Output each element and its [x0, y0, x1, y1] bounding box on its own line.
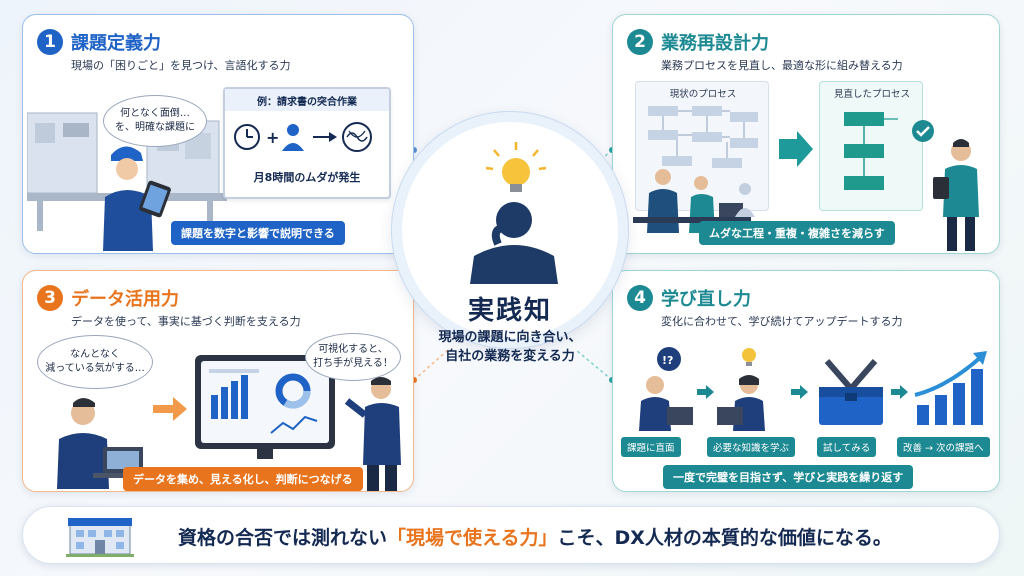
- step-label: 試してみる: [817, 437, 877, 457]
- footer-message: 資格の合否では測れない「現場で使える力」こそ、DX人材の本質的な価値になる。: [178, 523, 892, 550]
- growth-chart-icon: [914, 351, 987, 425]
- orange-arrow-icon: [153, 397, 187, 421]
- simple-flowchart-icon: [844, 112, 898, 190]
- worker-with-tablet-icon: [933, 139, 979, 251]
- thought-bubble: 何となく面倒… を、明確な課題に: [103, 95, 207, 147]
- clock-plus-person-to-brain-icon: +: [234, 122, 372, 152]
- step-arrow-icon: [791, 385, 808, 399]
- card-pill: ムダな工程・重複・複雑さを減らす: [699, 221, 895, 245]
- step-arrow-icon: [891, 385, 908, 399]
- card-subtitle: 業務プロセスを見直し、最適な形に組み替える力: [661, 59, 903, 72]
- thought-bubble-left: なんとなく 減っている気がする…: [37, 335, 153, 389]
- card-title: 業務再設計力: [661, 33, 769, 54]
- bubble-text: 何となく面倒…: [120, 108, 190, 119]
- card-number-badge: 3: [37, 285, 63, 311]
- whiteboard-title: 例：請求書の突合作業: [225, 89, 389, 111]
- step-label: 課題に直面: [621, 437, 681, 457]
- card-number-badge: 1: [37, 29, 63, 55]
- whiteboard-value: 月8時間のムダが発生: [253, 171, 361, 184]
- card-pill: データを集め、見える化し、判断につなげる: [123, 467, 363, 491]
- card-number-badge: 2: [627, 29, 653, 55]
- center-subtitle: 現場の課題に向き合い、 自社の業務を変える力: [392, 328, 628, 366]
- bubble-text: 可視化すると、: [318, 344, 388, 355]
- card-relearning: 4 学び直し力 変化に合わせて、学び続けてアップデートする力 !? 課題に直: [612, 270, 1000, 492]
- card-title: 課題定義力: [71, 33, 161, 54]
- thinking-person-at-laptop-icon: [57, 398, 159, 489]
- thinking-person-lightbulb-icon: [470, 142, 558, 284]
- bubble-text: 減っている気がする…: [45, 363, 145, 374]
- worker-with-tablet-icon: [103, 146, 171, 251]
- dashboard-monitor: [195, 355, 335, 449]
- card-pill: 一度で完璧を目指さず、学びと実践を繰り返す: [663, 465, 914, 489]
- complex-flowchart-icon: [648, 106, 758, 168]
- monitor-stand: [257, 449, 273, 459]
- center-title: 実践知: [467, 296, 552, 326]
- card-subtitle: 変化に合わせて、学び続けてアップデートする力: [661, 315, 903, 328]
- card-pill: 課題を数字と影響で説明できる: [171, 221, 345, 245]
- card-subtitle: データを使って、事実に基づく判断を支える力: [71, 315, 301, 328]
- footer-text-after: こそ、DX人材の本質的な価値になる。: [557, 527, 892, 549]
- redesigned-process-label: 見直したプロセス: [833, 89, 910, 100]
- example-whiteboard: 例：請求書の突合作業 + 月8時間のムダが発生: [223, 87, 391, 199]
- card-process-redesign: 2 業務再設計力 業務プロセスを見直し、最適な形に組み替える力 現状のプロセス: [612, 14, 1000, 254]
- step-label: 必要な知識を学ぶ: [707, 437, 796, 457]
- bubble-text: 打ち手が見える！: [313, 358, 393, 369]
- person-learning-icon: [717, 348, 765, 431]
- card-title: データ活用力: [71, 289, 179, 310]
- toolbox-icon: [819, 359, 883, 425]
- footer-text-before: 資格の合否では測れない: [178, 527, 388, 549]
- card-subtitle: 現場の「困りごと」を見つけ、言語化する力: [71, 59, 291, 72]
- bubble-text: を、明確な課題に: [115, 122, 195, 133]
- dashboard-charts-icon: [209, 369, 318, 434]
- svg-text:!?: !?: [662, 354, 673, 367]
- bubble-text: なんとなく: [70, 349, 120, 360]
- card-data-utilization: 3 データ活用力 データを使って、事実に基づく判断を支える力 なんとなく 減って…: [22, 270, 414, 492]
- person-facing-problem-icon: !?: [639, 347, 693, 431]
- step-label: 改善 → 次の課題へ: [897, 437, 990, 457]
- center-subtitle-line: 現場の課題に向き合い、: [438, 330, 582, 345]
- presenter-icon: [344, 377, 401, 491]
- svg-text:+: +: [266, 128, 279, 147]
- redesigned-process-panel: 見直したプロセス: [819, 81, 923, 211]
- card-title: 学び直し力: [661, 289, 751, 310]
- check-circle-icon: [912, 120, 934, 142]
- footer-banner: [22, 506, 1000, 564]
- current-process-label: 現状のプロセス: [669, 89, 737, 100]
- step-arrow-icon: [697, 385, 714, 399]
- transform-arrow-icon: [779, 131, 813, 167]
- thought-bubble-right: 可視化すると、 打ち手が見える！: [305, 333, 401, 381]
- card-problem-definition: 1 課題定義力 現場の「困りごと」を見つけ、言語化する力 何となく面倒… を、明…: [22, 14, 414, 254]
- footer-highlight: 「現場で使える力」: [387, 527, 558, 549]
- card-number-badge: 4: [627, 285, 653, 311]
- center-subtitle-line: 自社の業務を変える力: [445, 349, 575, 364]
- building-icon: [66, 518, 134, 557]
